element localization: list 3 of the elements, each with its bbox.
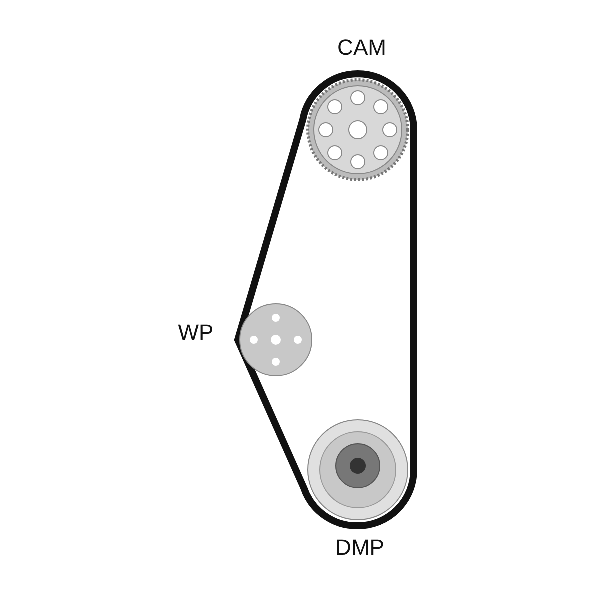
pulley-label: WP — [178, 320, 214, 346]
pulley-label: CAM — [338, 35, 386, 61]
pulley-label: DMP — [336, 535, 384, 561]
